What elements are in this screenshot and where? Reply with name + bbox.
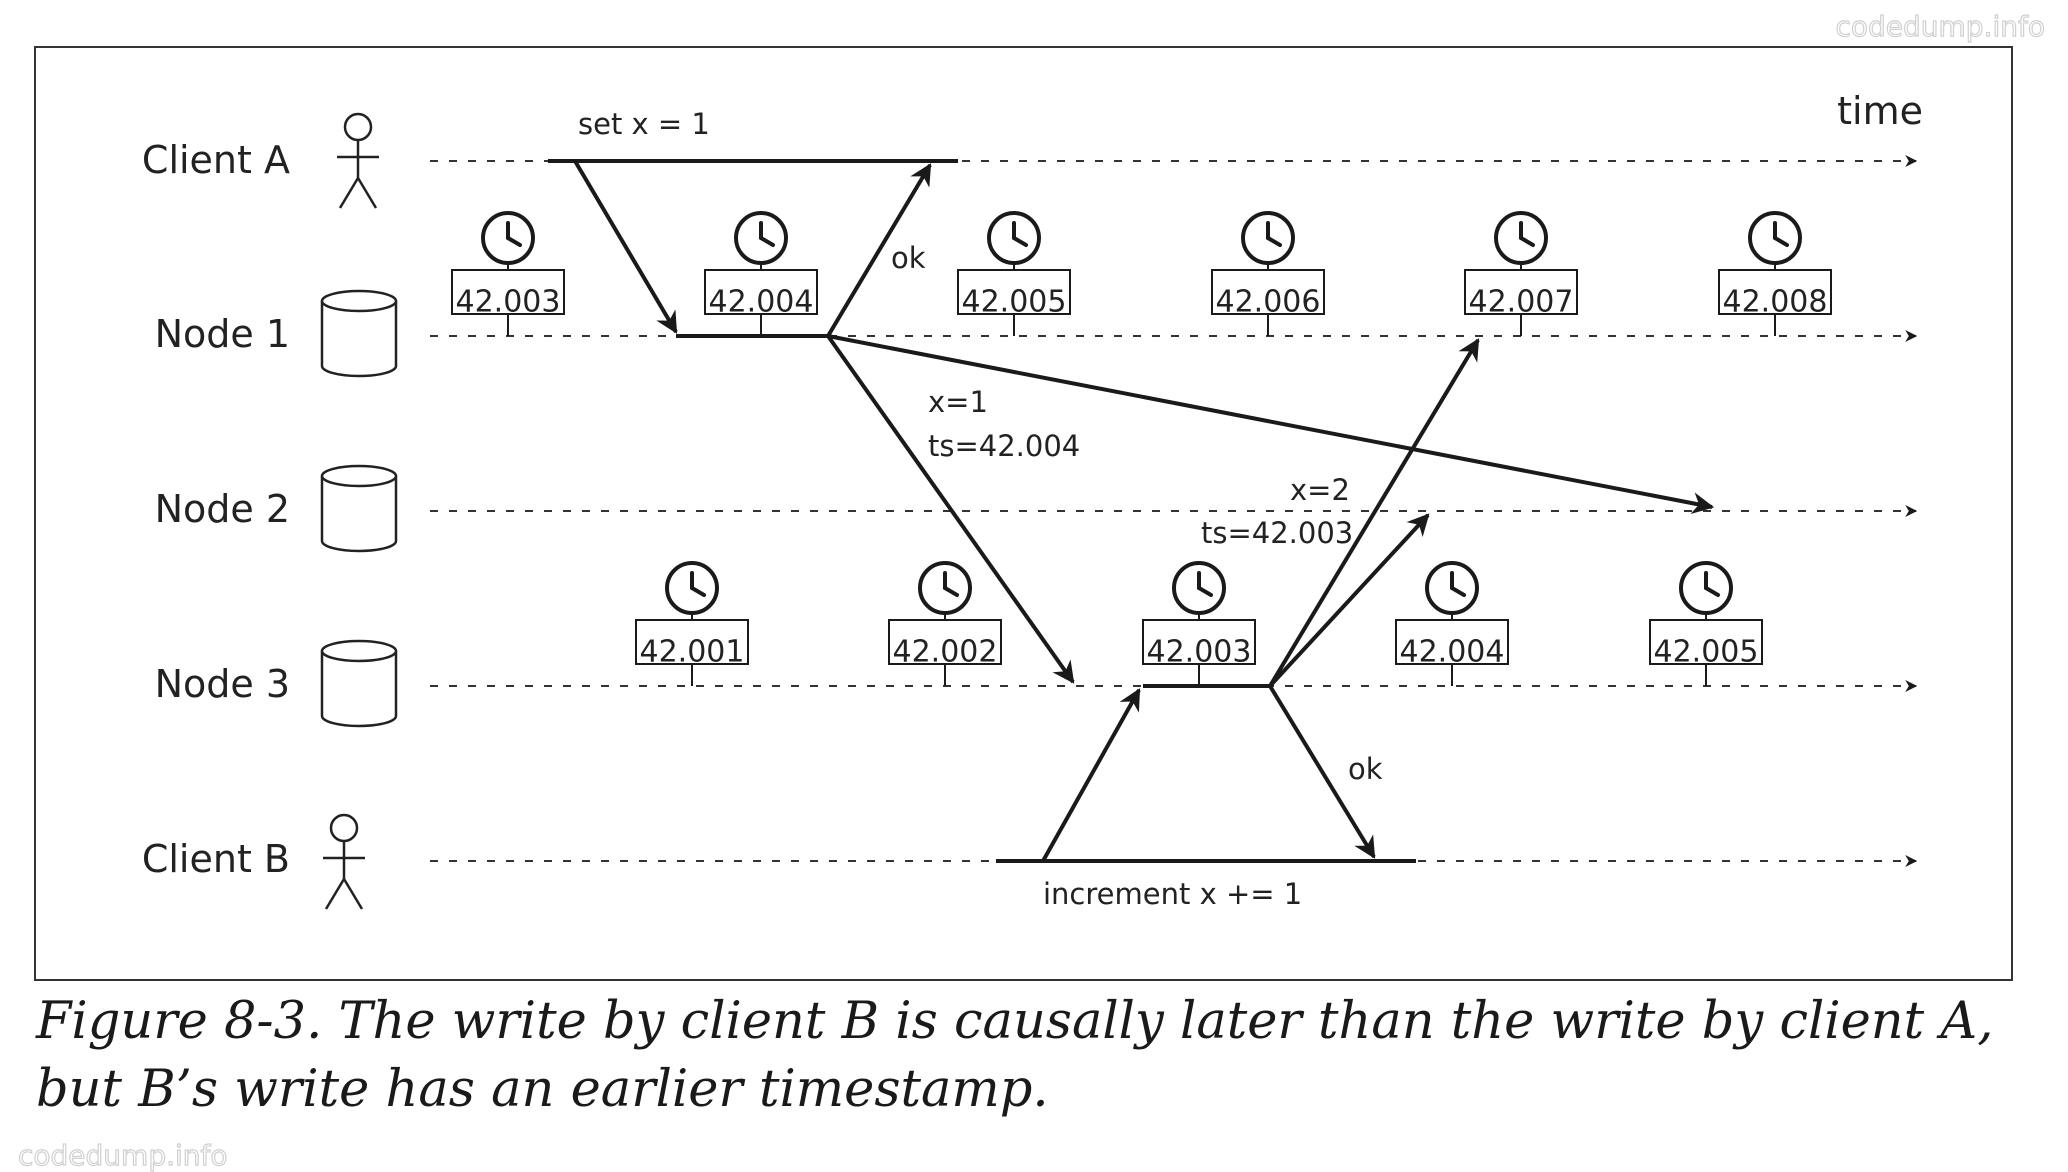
arrow-increment	[1041, 688, 1141, 862]
clock-icon	[665, 561, 719, 615]
message-label-ok-b: ok	[1348, 752, 1383, 786]
clock-marker: 42.008	[1718, 211, 1832, 336]
row-label-client-b: Client B	[142, 837, 290, 881]
clock-icon	[734, 211, 788, 265]
clock-marker: 42.001	[635, 561, 749, 686]
message-label-set-x: set x = 1	[578, 107, 710, 141]
message-label-ts2: ts=42.003	[1201, 516, 1353, 550]
database-icon	[320, 464, 398, 553]
arrow-x1-node-2	[827, 334, 1715, 515]
clock-icon	[1679, 561, 1733, 615]
clock-value: 42.003	[1147, 635, 1252, 670]
clock-value: 42.005	[962, 285, 1067, 320]
clock-icon	[1748, 211, 1802, 265]
node-1-clocks: 42.003 42.004 42.005 42.006 42.007 42.008	[451, 211, 1832, 336]
clock-value: 42.002	[893, 635, 998, 670]
clock-marker: 42.003	[1142, 561, 1256, 686]
clock-value-box	[1211, 269, 1325, 315]
clock-icon	[1172, 561, 1226, 615]
processing-segments	[548, 159, 1416, 863]
figure-caption: Figure 8-3. The write by client B is cau…	[36, 992, 1994, 1119]
database-icon	[320, 639, 398, 728]
clock-value-box	[1718, 269, 1832, 315]
database-icon	[320, 289, 398, 378]
arrow-x2-node-2	[1268, 513, 1430, 688]
message-label-x1: x=1	[928, 385, 988, 419]
person-icon	[337, 112, 379, 209]
clock-marker: 42.004	[1395, 561, 1509, 686]
clock-icon	[481, 211, 535, 265]
person-icon	[323, 813, 365, 910]
clock-marker: 42.005	[1649, 561, 1763, 686]
clock-marker: 42.003	[451, 211, 565, 336]
watermark-bottom: codedump.info	[18, 1139, 228, 1172]
clock-value-box	[1649, 619, 1763, 665]
arrow-set-x	[573, 159, 678, 334]
clock-icon	[987, 211, 1041, 265]
clock-marker: 42.002	[888, 561, 1002, 686]
clock-value: 42.001	[640, 635, 745, 670]
clock-marker: 42.006	[1211, 211, 1325, 336]
row-label-node-2: Node 2	[155, 487, 290, 531]
message-label-ok-a: ok	[891, 241, 926, 275]
arrow-x2-node-1	[1268, 338, 1480, 688]
row-label-node-3: Node 3	[155, 662, 290, 706]
clock-value: 42.007	[1469, 285, 1574, 320]
message-arrows	[573, 159, 1715, 862]
clock-value-box	[1464, 269, 1578, 315]
row-label-client-a: Client A	[142, 138, 290, 182]
clock-value: 42.008	[1723, 285, 1828, 320]
time-label: time	[1837, 89, 1923, 133]
arrow-ok-client-a	[826, 163, 932, 338]
arrow-x1-node-3	[826, 334, 1075, 684]
message-label-ts1: ts=42.004	[928, 429, 1080, 463]
clock-value-box	[1142, 619, 1256, 665]
clock-marker: 42.007	[1464, 211, 1578, 336]
clock-value-box	[957, 269, 1071, 315]
clock-icon	[918, 561, 972, 615]
diagram-frame	[34, 46, 2013, 981]
clock-icon	[1494, 211, 1548, 265]
clock-value-box	[704, 269, 818, 315]
clock-marker: 42.004	[704, 211, 818, 336]
watermark-top: codedump.info	[1835, 10, 2045, 43]
clock-value: 42.004	[1400, 635, 1505, 670]
message-label-increment: increment x += 1	[1043, 877, 1302, 911]
clock-icon	[1425, 561, 1479, 615]
row-label-node-1: Node 1	[155, 312, 290, 356]
clock-value: 42.006	[1216, 285, 1321, 320]
clock-value: 42.004	[709, 285, 814, 320]
node-3-clocks: 42.001 42.002 42.003 42.004 42.005	[635, 561, 1763, 686]
message-label-x2: x=2	[1290, 473, 1350, 507]
timelines	[430, 155, 1918, 867]
clock-value: 42.005	[1654, 635, 1759, 670]
clock-value: 42.003	[456, 285, 561, 320]
clock-marker: 42.005	[957, 211, 1071, 336]
arrow-ok-client-b	[1268, 684, 1376, 859]
clock-icon	[1241, 211, 1295, 265]
clock-value-box	[635, 619, 749, 665]
